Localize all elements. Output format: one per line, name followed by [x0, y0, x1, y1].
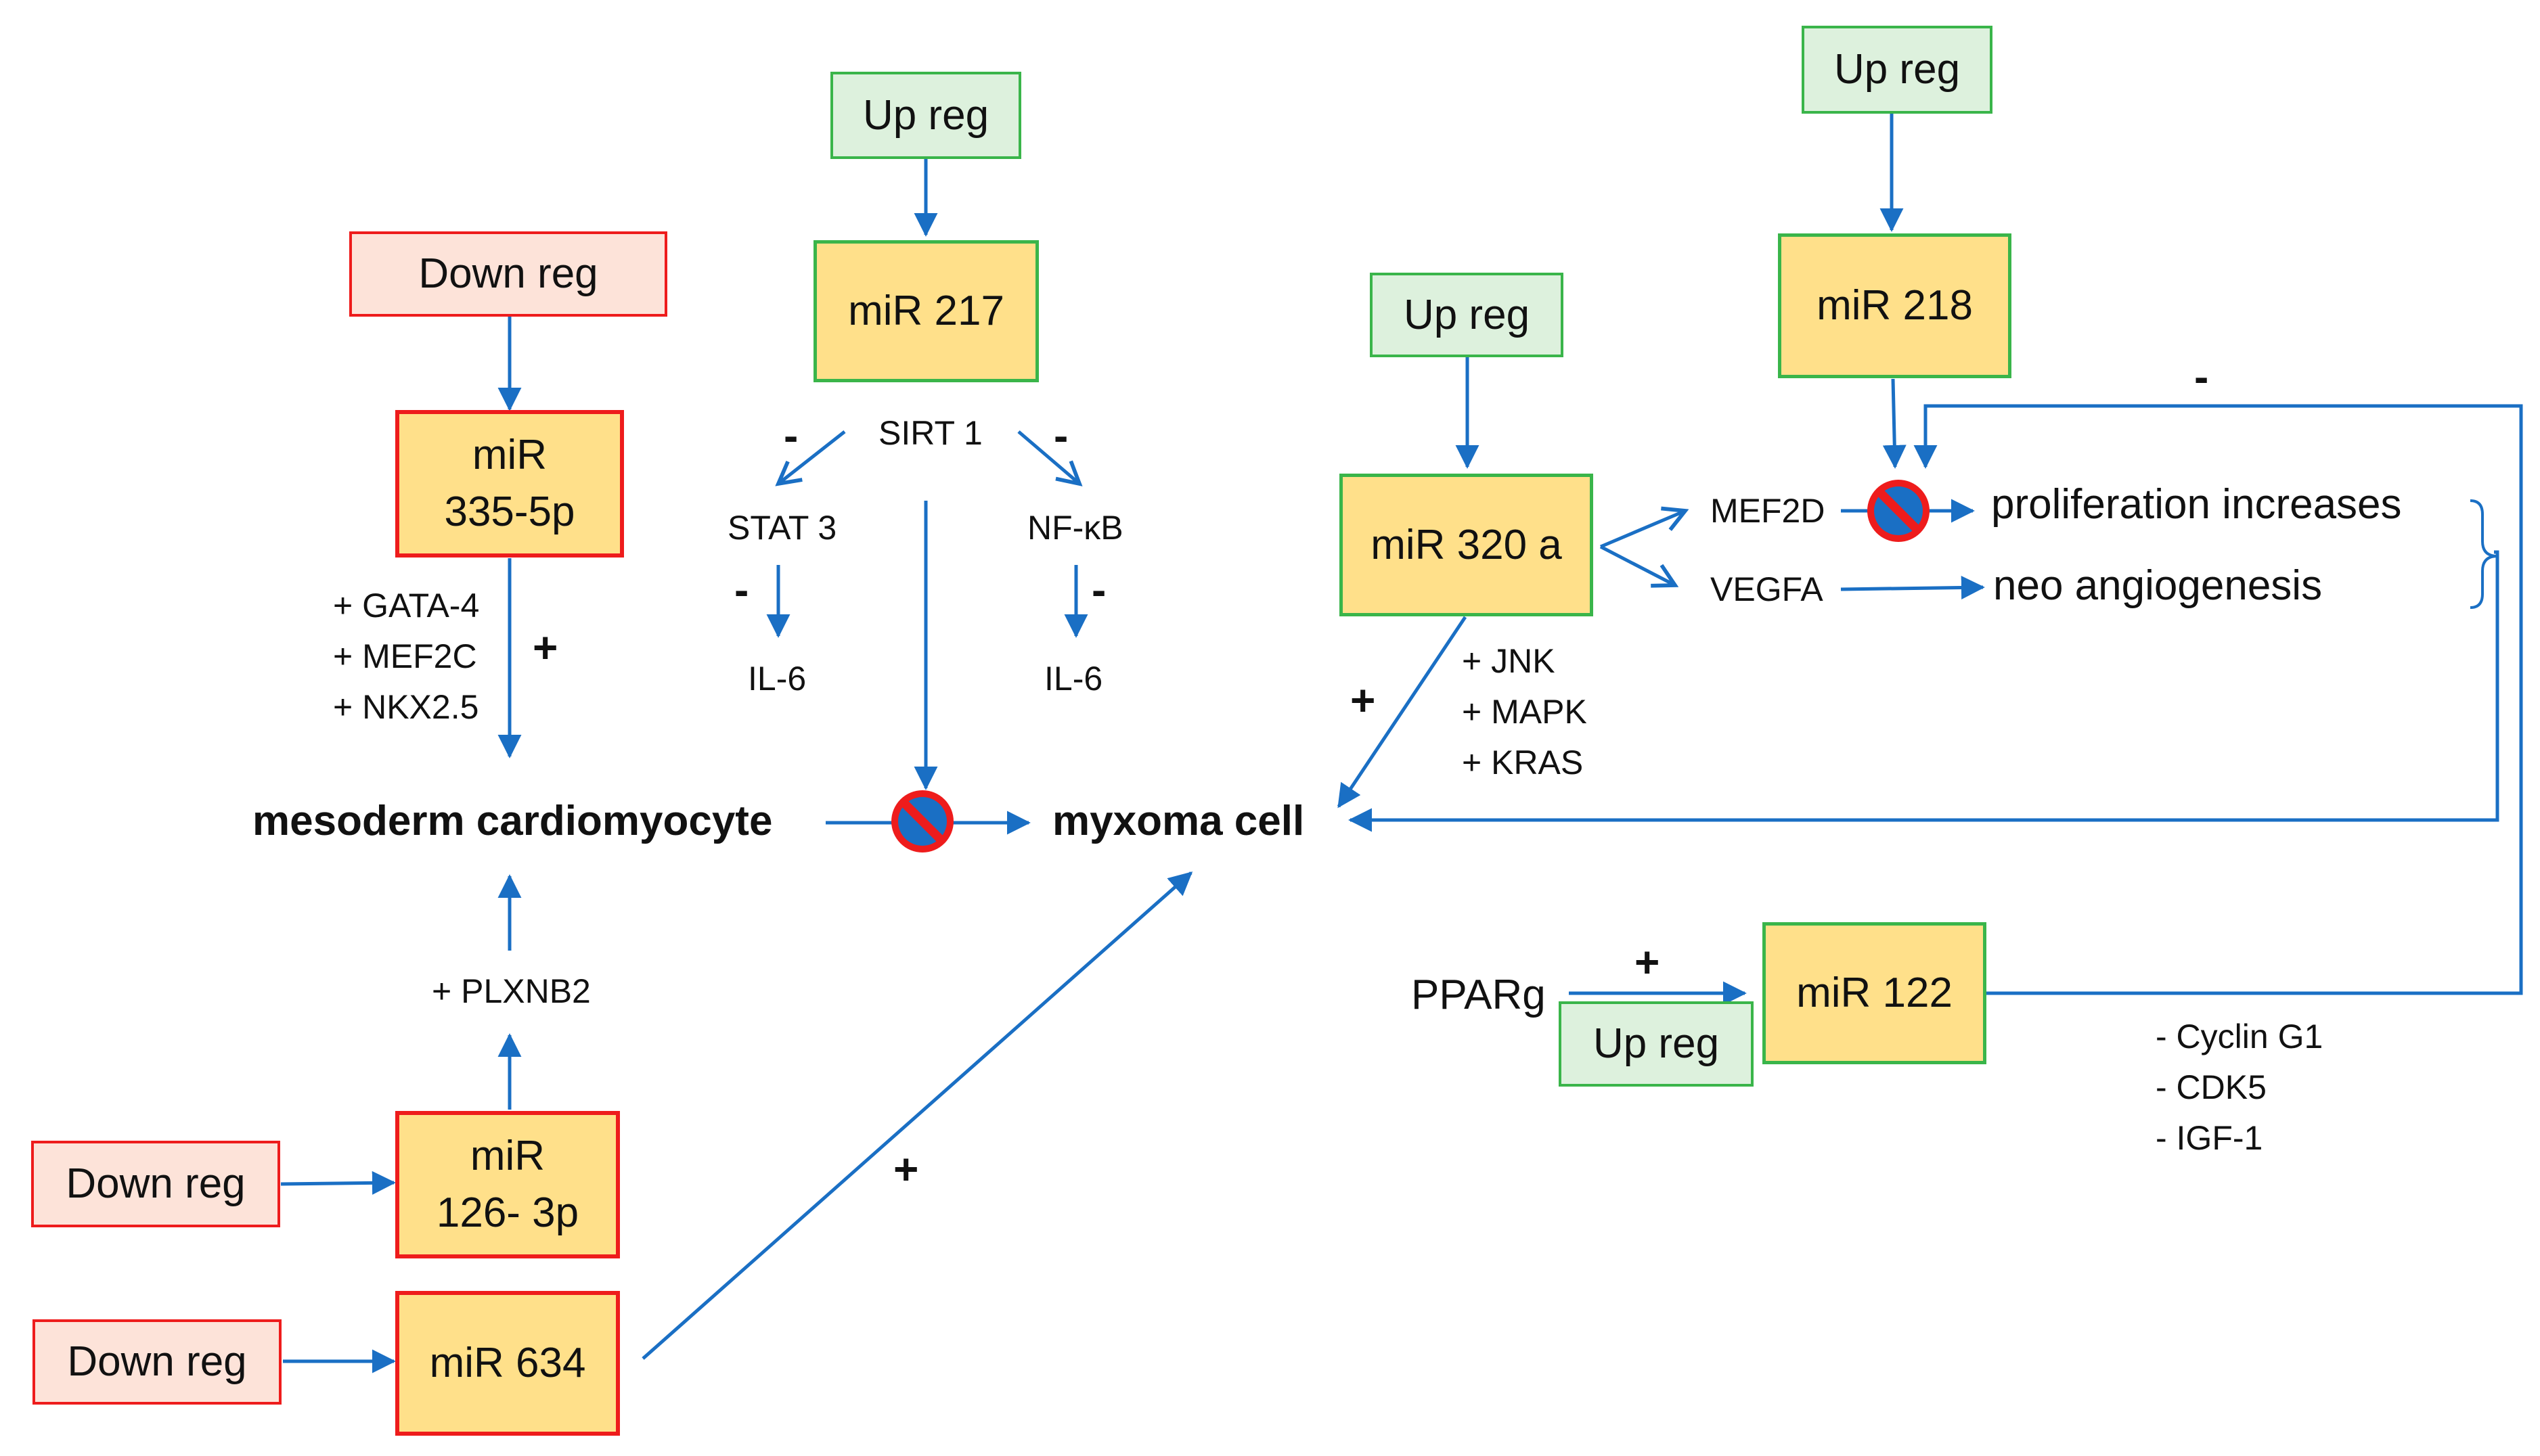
- list-item: + GATA-4: [333, 587, 480, 624]
- il6-left-label: IL-6: [748, 660, 807, 698]
- up-reg-label: Up reg: [862, 91, 989, 139]
- arrow-mir122-feedback-to-block: [1913, 404, 2523, 995]
- arrow-mir320-to-vegfa: [1599, 545, 1675, 585]
- mir-126-line1: miR: [470, 1133, 545, 1180]
- arrow-sirt1-to-nfkb: [1017, 430, 1079, 484]
- right-bracket: [2470, 499, 2498, 609]
- inhibit-icon-mef2d: [1867, 480, 1930, 542]
- sign-pparg-plus: +: [1634, 938, 1660, 986]
- sign-mir634-plus: +: [893, 1145, 919, 1193]
- list-item: + KRAS: [1462, 744, 1584, 781]
- mir122-target-list: - Cyclin G1 - CDK5 - IGF-1: [2156, 1011, 2323, 1164]
- up-reg-box-mir122: Up reg: [1559, 1001, 1754, 1087]
- pparg-label: PPARg: [1411, 972, 1546, 1018]
- arrow-sirt1-to-stat3: [778, 430, 846, 484]
- mir-335-line2: 335-5p: [444, 488, 575, 535]
- list-item: - CDK5: [2156, 1068, 2267, 1106]
- list-item: + JNK: [1462, 642, 1555, 680]
- mir320-target-list: + JNK + MAPK + KRAS: [1462, 636, 1587, 788]
- sign-stat3-il6: -: [734, 566, 749, 614]
- list-item: + MAPK: [1462, 693, 1587, 731]
- arrow-bracket-to-myxoma: [1348, 550, 2499, 832]
- mir-320a-box: miR 320 a: [1339, 474, 1593, 616]
- sign-sirt1-left: -: [784, 411, 799, 460]
- arrow-downreg-to-mir126: [280, 1170, 396, 1195]
- list-item: - IGF-1: [2156, 1119, 2263, 1157]
- sign-mir122-minus: -: [2194, 352, 2209, 401]
- arrow-mir634-to-myxoma: [642, 871, 1193, 1360]
- proliferation-label: proliferation increases: [1991, 481, 2402, 528]
- inhibit-icon-myxoma: [891, 790, 954, 852]
- mir-634-label: miR 634: [429, 1340, 586, 1387]
- sign-nfkb-il6: -: [1092, 566, 1107, 614]
- list-item: + MEF2C: [333, 637, 477, 675]
- mir-218-label: miR 218: [1817, 282, 1973, 329]
- mir-335-box: miR 335-5p: [395, 410, 624, 558]
- down-reg-label: Down reg: [418, 250, 598, 298]
- mir-218-box: miR 218: [1778, 233, 2011, 378]
- up-reg-box-mir217: Up reg: [830, 72, 1021, 159]
- list-item: - Cyclin G1: [2156, 1018, 2323, 1055]
- arrow-vegfa-to-angiogenesis: [1840, 575, 1985, 599]
- sign-mir335-plus: +: [533, 623, 558, 672]
- up-reg-box-mir218: Up reg: [1802, 26, 1992, 114]
- arrow-mir218-to-block: [1882, 378, 1907, 469]
- myxoma-cell-label: myxoma cell: [1052, 798, 1305, 844]
- mesoderm-cardiomyocyte-label: mesoderm cardiomyocyte: [252, 798, 773, 844]
- up-reg-label: Up reg: [1592, 1020, 1720, 1068]
- mir335-target-list: + GATA-4 + MEF2C + NKX2.5: [333, 581, 479, 733]
- mir-217-label: miR 217: [848, 288, 1004, 335]
- mir-126-box: miR 126- 3p: [395, 1111, 620, 1258]
- down-reg-label: Down reg: [67, 1338, 247, 1386]
- sign-sirt1-right: -: [1054, 411, 1069, 460]
- mir-122-label: miR 122: [1796, 970, 1953, 1017]
- sign-mir320-plus: +: [1350, 676, 1376, 725]
- down-reg-box-mir126: Down reg: [31, 1141, 280, 1227]
- up-reg-label: Up reg: [1833, 46, 1961, 93]
- down-reg-label: Down reg: [66, 1160, 246, 1208]
- down-reg-box-mir335: Down reg: [349, 231, 667, 317]
- mir-335-line1: miR: [472, 432, 548, 479]
- plxnb2-label: + PLXNB2: [432, 972, 591, 1010]
- mef2d-label: MEF2D: [1710, 492, 1825, 530]
- mir-634-box: miR 634: [395, 1291, 620, 1436]
- nfkb-label: NF-κB: [1027, 509, 1123, 547]
- vegfa-label: VEGFA: [1710, 570, 1823, 608]
- il6-right-label: IL-6: [1044, 660, 1103, 698]
- mir-320a-label: miR 320 a: [1371, 521, 1562, 568]
- sirt1-label: SIRT 1: [878, 414, 983, 452]
- stat3-label: STAT 3: [728, 509, 837, 547]
- up-reg-box-mir320: Up reg: [1370, 273, 1563, 357]
- mir-122-box: miR 122: [1762, 922, 1986, 1064]
- arrow-mir320-to-myxoma: [1337, 616, 1467, 809]
- arrow-mir320-to-mef2d: [1600, 511, 1685, 549]
- angiogenesis-label: neo angiogenesis: [1993, 562, 2323, 609]
- list-item: + NKX2.5: [333, 688, 479, 726]
- mir-126-line2: 126- 3p: [436, 1189, 579, 1236]
- up-reg-label: Up reg: [1403, 291, 1530, 338]
- mir-217-box: miR 217: [814, 240, 1039, 382]
- down-reg-box-mir634: Down reg: [32, 1319, 282, 1405]
